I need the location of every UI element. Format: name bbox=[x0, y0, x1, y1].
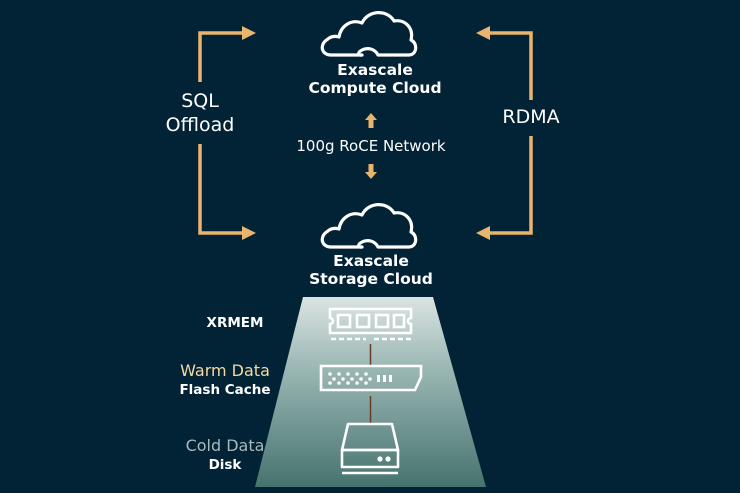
tier-warm-accent: Warm Data bbox=[180, 361, 270, 380]
compute-cloud-icon bbox=[320, 11, 418, 57]
memory-module-icon bbox=[328, 307, 413, 341]
sql-offload-line1: SQL bbox=[181, 90, 219, 112]
storage-label-line2: Storage Cloud bbox=[309, 269, 433, 288]
arrowhead-right-top bbox=[242, 26, 256, 40]
compute-label-line2: Compute Cloud bbox=[308, 78, 442, 97]
arrowhead-left-bottom bbox=[476, 226, 490, 240]
storage-tier-trapezoid bbox=[255, 297, 486, 487]
tier-disk-label: Disk bbox=[208, 457, 242, 473]
rdma-arrow bbox=[488, 31, 533, 235]
storage-label-line1: Exascale bbox=[333, 252, 409, 270]
arrowhead-right-bottom bbox=[242, 226, 256, 240]
flash-card-icon bbox=[319, 364, 423, 392]
tier-flash-label: Flash Cache bbox=[179, 382, 271, 398]
network-up-arrow bbox=[365, 113, 377, 128]
compute-label-line1: Exascale bbox=[337, 61, 413, 79]
hard-disk-icon bbox=[340, 422, 400, 475]
storage-cloud-label: Exascale Storage Cloud bbox=[280, 252, 462, 289]
arrowhead-left-top bbox=[476, 26, 490, 40]
sql-offload-label: SQL Offload bbox=[160, 90, 240, 138]
tier-cold-accent: Cold Data bbox=[185, 436, 265, 455]
sql-offload-arrow bbox=[198, 31, 245, 235]
rdma-label: RDMA bbox=[502, 106, 560, 128]
disk-led-dots bbox=[377, 456, 391, 462]
network-label: 100g RoCE Network bbox=[296, 137, 446, 155]
compute-cloud-label: Exascale Compute Cloud bbox=[290, 61, 460, 98]
tier-xrmem-label: XRMEM bbox=[206, 315, 264, 331]
storage-cloud-icon bbox=[320, 203, 418, 249]
sql-offload-line2: Offload bbox=[165, 113, 235, 136]
network-down-arrow bbox=[365, 164, 377, 179]
